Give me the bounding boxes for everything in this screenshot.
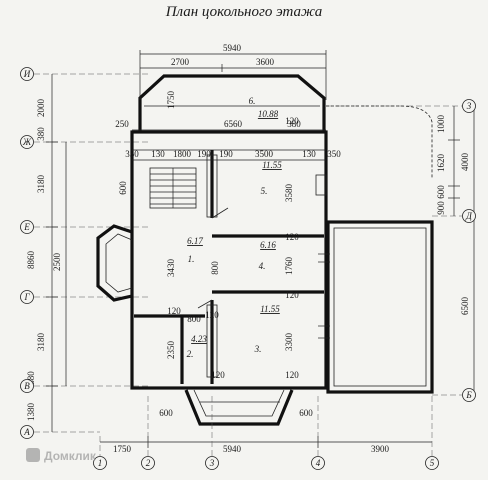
dim-800b: 800 [187, 314, 201, 324]
dim-380a: 380 [287, 119, 301, 129]
dim-left-380b: 380 [26, 371, 36, 385]
room-2-area: 4.23 [191, 334, 207, 344]
watermark-text: Домклик [44, 449, 97, 463]
dim-190a: 190 [197, 149, 211, 159]
room-3-number: 3. [254, 344, 262, 354]
dim-120a: 120 [285, 232, 299, 242]
axis-label-right-3: 3 [466, 101, 472, 111]
dim-right-6500: 6500 [460, 297, 470, 316]
dim-bottom-5940: 5940 [223, 444, 242, 454]
room-1-number: 1. [188, 254, 195, 264]
axis-label-bottom-5: 5 [430, 458, 435, 468]
dim-left-2000: 2000 [36, 99, 46, 118]
axis-label-V: В [24, 381, 30, 391]
dim-left-3180b: 3180 [36, 333, 46, 352]
axis-label-Zh: Ж [22, 137, 32, 147]
dim-190b: 190 [219, 149, 233, 159]
dim-bottom-1750: 1750 [113, 444, 132, 454]
dim-3580: 3580 [284, 184, 294, 203]
axis-label-bottom-3: 3 [209, 458, 215, 468]
dim-left-2500: 2500 [52, 253, 62, 272]
dim-130a: 130 [151, 149, 165, 159]
dim-350a: 350 [125, 149, 139, 159]
dim-1750-v: 1750 [166, 91, 176, 110]
dimension-lines [46, 50, 475, 448]
dim-1760: 1760 [284, 257, 294, 276]
dim-250: 250 [115, 119, 129, 129]
room-6-number: 6. [249, 96, 256, 106]
room-4-area: 6.16 [260, 240, 276, 250]
walls [96, 74, 434, 426]
dim-120c: 120 [167, 306, 181, 316]
dim-3500: 3500 [255, 149, 274, 159]
dim-600b: 600 [159, 408, 173, 418]
dim-600c: 600 [299, 408, 313, 418]
dim-right-900: 900 [436, 201, 446, 215]
dim-120g: 120 [285, 116, 299, 126]
axis-label-bottom-2: 2 [146, 458, 151, 468]
dim-130b: 130 [302, 149, 316, 159]
dim-800a: 800 [210, 261, 220, 275]
axis-label-right-B: Б [465, 390, 472, 400]
axis-label-E: Е [23, 222, 30, 232]
room-3-area: 11.55 [260, 304, 280, 314]
dim-left-3180a: 3180 [36, 175, 46, 194]
dim-top-total: 5940 [223, 43, 242, 53]
dim-right-600: 600 [436, 185, 446, 199]
plan-title: План цокольного этажа [165, 4, 323, 20]
axis-label-right-D: Д [465, 211, 473, 221]
dim-bottom-3900: 3900 [371, 444, 390, 454]
room-4-number: 4. [259, 261, 266, 271]
dim-120f: 120 [285, 370, 299, 380]
room-1-area: 6.17 [187, 236, 203, 246]
dim-600a: 600 [118, 181, 128, 195]
room-6-area: 10.88 [258, 109, 279, 119]
dim-120d: 120 [205, 310, 219, 320]
dim-3300: 3300 [284, 333, 294, 352]
room-5-number: 5. [261, 186, 268, 196]
bottom-axis-markers [99, 396, 433, 456]
dim-left-1380: 1380 [26, 403, 36, 422]
row-axis-markers [20, 67, 34, 439]
axis-label-bottom-1: 1 [98, 458, 103, 468]
axis-label-G: Г [23, 292, 30, 302]
dim-top-a: 2700 [171, 57, 190, 67]
axis-label-I: И [23, 69, 31, 79]
dim-120b: 120 [285, 290, 299, 300]
dim-right-4000: 4000 [460, 153, 470, 172]
axis-label-bottom-4: 4 [316, 458, 321, 468]
dim-1800: 1800 [173, 149, 192, 159]
right-axis-markers [462, 99, 476, 402]
dim-left-380: 380 [36, 127, 46, 141]
room-5-area: 11.55 [262, 160, 282, 170]
dim-3430: 3430 [166, 259, 176, 278]
dim-120e: 120 [211, 370, 225, 380]
dim-left-8860: 8860 [26, 251, 36, 270]
dim-6560: 6560 [224, 119, 243, 129]
watermark-logo: Домклик [26, 448, 97, 463]
dim-top-b: 3600 [256, 57, 275, 67]
dim-right-1000: 1000 [436, 115, 446, 134]
room-2-number: 2. [187, 349, 194, 359]
bottom-axis-bubbles [93, 456, 439, 470]
dim-350b: 350 [327, 149, 341, 159]
axis-label-A: А [23, 427, 30, 437]
dim-2350: 2350 [166, 341, 176, 360]
dim-right-1620: 1620 [436, 154, 446, 173]
